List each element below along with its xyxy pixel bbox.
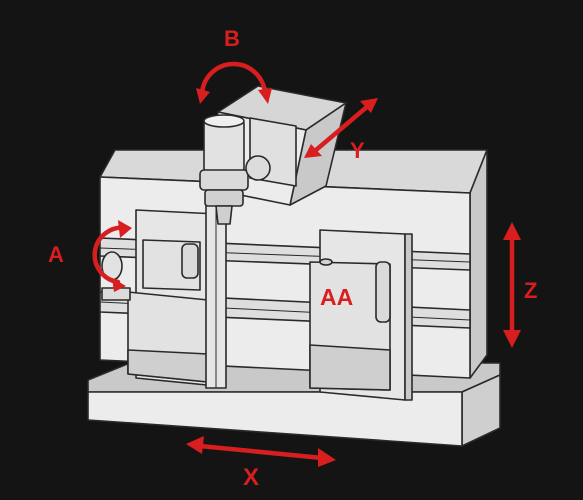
y-axis-label: Y — [350, 138, 365, 163]
z-axis-arrow — [503, 222, 521, 348]
y-axis-arrow — [304, 98, 378, 158]
spindle-rail — [205, 199, 227, 389]
x-axis-label: X — [243, 464, 260, 491]
a-axis-label: A — [48, 242, 64, 267]
b-axis-label: B — [224, 26, 240, 51]
x-axis-arrow — [186, 436, 336, 467]
cable-block — [245, 117, 297, 187]
aa-axis-label: AA — [320, 284, 354, 310]
z-axis-label: Z — [524, 278, 538, 303]
b-axis-rotation-arrow — [196, 61, 272, 104]
a-axis-rotation-arrow — [92, 220, 132, 292]
right-rotary-table — [309, 229, 413, 401]
